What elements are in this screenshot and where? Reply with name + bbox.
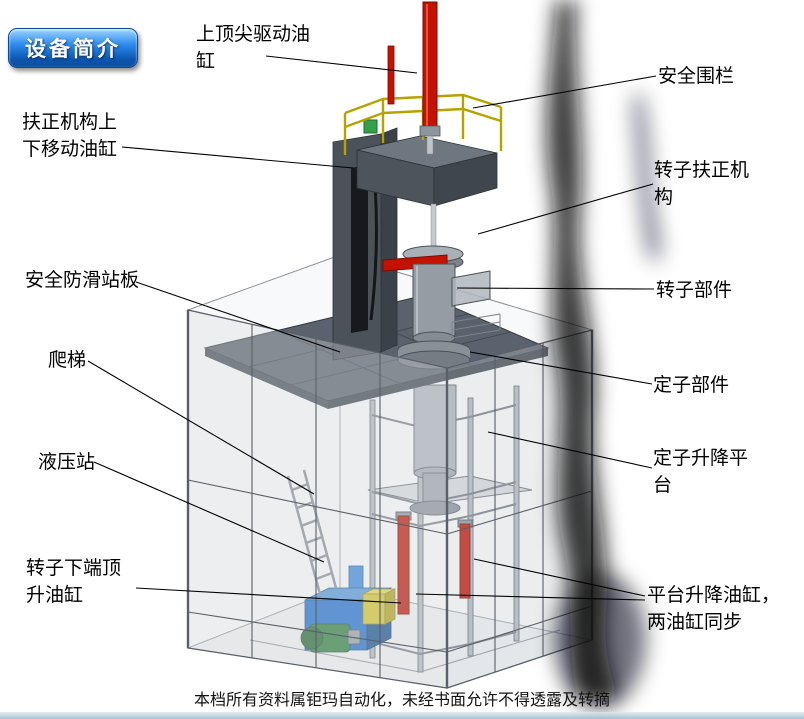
label-rotor-component: 转子部件 bbox=[656, 280, 733, 301]
label-ladder: 爬梯 bbox=[48, 350, 87, 371]
rotor-assembly bbox=[382, 203, 501, 370]
label-platform-cylinders: 平台升降油缸，两油缸同步 bbox=[647, 585, 781, 633]
label-safety-fence: 安全围栏 bbox=[658, 66, 735, 87]
label-hydraulic-station: 液压站 bbox=[38, 452, 96, 473]
top-drive-cylinder-graphic bbox=[387, 1, 441, 155]
label-stator-lifting-platform: 定子升降平台 bbox=[653, 448, 749, 496]
copyright-notice: 本档所有资料属钜玛自动化，未经书面允许不得透露及转摘 bbox=[193, 692, 610, 709]
safety-cage-front bbox=[186, 309, 594, 689]
hydraulic-station-graphic bbox=[300, 565, 396, 653]
leader-lines bbox=[87, 55, 657, 604]
shadow-smoke bbox=[546, 0, 661, 708]
label-stator-component: 定子部件 bbox=[653, 375, 730, 396]
label-rotor-centering: 转子扶正机构 bbox=[654, 160, 750, 208]
platform-lift-cylinders-graphic bbox=[395, 511, 473, 615]
bottom-edge-strip bbox=[0, 712, 804, 719]
label-rotor-jack-cylinder: 转子下端顶升油缸 bbox=[26, 558, 122, 606]
ladder-graphic bbox=[286, 469, 338, 595]
badge-label: 设备简介 bbox=[25, 38, 121, 61]
label-top-drive-cylinder: 上顶尖驱动油缸 bbox=[196, 24, 311, 72]
label-centering-cylinder: 扶正机构上下移动油缸 bbox=[22, 112, 118, 160]
label-anti-slip-platform: 安全防滑站板 bbox=[25, 270, 140, 291]
equipment-intro-badge: 设备简介 bbox=[8, 28, 138, 68]
